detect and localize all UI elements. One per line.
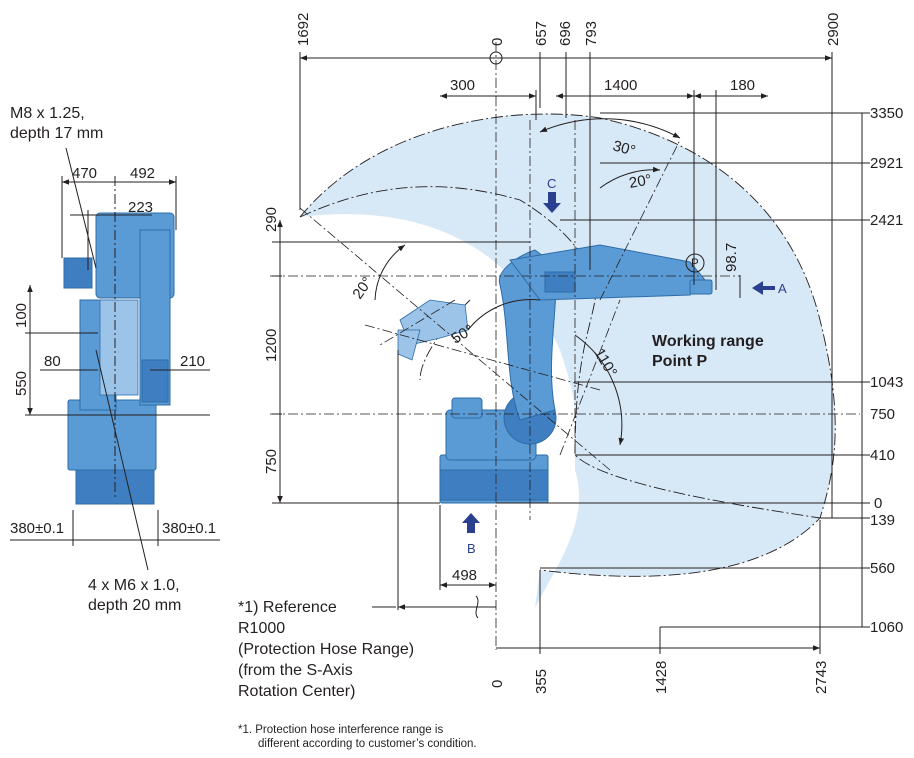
angle-arcs xyxy=(374,118,681,446)
callout-top-line1: M8 x 1.25, xyxy=(10,105,85,122)
dim-base-left: 380±0.1 xyxy=(10,520,64,537)
dim-1692: 1692 xyxy=(295,13,312,46)
dim-3350: 3350 xyxy=(870,105,903,122)
working-range-inner xyxy=(299,186,821,519)
dim-657: 657 xyxy=(533,21,550,46)
bottom-dim-text: 0 355 1428 2743 498 xyxy=(452,567,830,694)
footnote: *1. Protection hose interference range i… xyxy=(238,724,477,750)
r1000-arc xyxy=(419,299,471,381)
side-view-robot xyxy=(63,212,175,505)
callout-bottom-line2: depth 20 mm xyxy=(88,597,181,614)
dim-1060: 1060 xyxy=(870,619,903,636)
dim-2921: 2921 xyxy=(870,155,903,172)
dim-80: 80 xyxy=(44,353,61,370)
dim-2900: 2900 xyxy=(825,13,842,46)
dim-355: 355 xyxy=(533,669,550,694)
callout-bottom-line1: 4 x M6 x 1.0, xyxy=(88,577,180,594)
dim-2743: 2743 xyxy=(813,661,830,694)
dim-top-0: 0 xyxy=(489,38,506,46)
dim-100: 100 xyxy=(13,303,30,328)
dim-1400: 1400 xyxy=(604,77,637,94)
dim-1043: 1043 xyxy=(870,374,903,391)
dim-98-7: 98.7 xyxy=(723,243,740,272)
angle-20-top: 20° xyxy=(628,171,653,192)
dim-550: 550 xyxy=(13,371,30,396)
dim-base-right: 380±0.1 xyxy=(162,520,216,537)
dim-bottom-0: 0 xyxy=(489,680,506,688)
arrow-b-icon xyxy=(462,513,480,533)
dim-1428: 1428 xyxy=(653,661,670,694)
right-dim-text: 3350 2921 2421 1043 750 410 0 139 560 10… xyxy=(870,105,903,636)
footnote-line1: *1. Protection hose interference range i… xyxy=(238,724,443,736)
working-range-line2: Point P xyxy=(652,353,707,370)
left-dims xyxy=(272,220,530,504)
label-c: C xyxy=(547,176,556,191)
reference-line3: (Protection Hose Range) xyxy=(238,641,414,658)
reference-line4: (from the S-Axis xyxy=(238,662,353,679)
reference-leader xyxy=(475,595,479,619)
dim-139: 139 xyxy=(870,512,895,529)
point-p-marker xyxy=(685,253,705,273)
label-b: B xyxy=(467,541,476,556)
working-range-label: Working range Point P xyxy=(652,333,764,370)
dim-492: 492 xyxy=(130,165,155,182)
footnote-line2: different according to customer’s condit… xyxy=(258,738,477,750)
dim-300: 300 xyxy=(450,77,475,94)
working-range-line1: Working range xyxy=(652,333,764,350)
dim-793: 793 xyxy=(583,21,600,46)
arrow-labels: A B C xyxy=(467,176,787,556)
dim-410: 410 xyxy=(870,447,895,464)
dim-223: 223 xyxy=(128,199,153,216)
dim-1200: 1200 xyxy=(263,329,280,362)
arrow-c-icon xyxy=(543,192,561,213)
dim-right-0: 0 xyxy=(874,495,882,512)
dim-180: 180 xyxy=(730,77,755,94)
working-range-area xyxy=(300,113,836,608)
label-a: A xyxy=(778,281,787,296)
reference-line5: Rotation Center) xyxy=(238,683,355,700)
point-p-label: P xyxy=(691,258,699,270)
side-view-text: M8 x 1.25, depth 17 mm 470 492 223 100 5… xyxy=(10,105,216,614)
top-dims xyxy=(299,51,833,518)
dim-210: 210 xyxy=(180,353,205,370)
angle-20-left: 20° xyxy=(349,274,376,302)
main-view-centerlines xyxy=(270,42,860,650)
dim-750-right: 750 xyxy=(870,406,895,423)
arrow-a-icon xyxy=(752,281,775,295)
callout-top-line2: depth 17 mm xyxy=(10,125,103,142)
dim-750-left: 750 xyxy=(263,449,280,474)
view-arrows xyxy=(462,192,775,533)
reference-text: *1) Reference R1000 (Protection Hose Ran… xyxy=(238,599,414,700)
left-dim-text: 290 1200 750 xyxy=(263,207,280,474)
reference-line1: *1) Reference xyxy=(238,599,337,616)
dim-290: 290 xyxy=(263,207,280,232)
dim-560: 560 xyxy=(870,560,895,577)
dim-470: 470 xyxy=(72,165,97,182)
right-dims xyxy=(496,112,870,628)
bottom-dims xyxy=(372,350,821,654)
side-view-dims xyxy=(10,147,220,571)
reference-line2: R1000 xyxy=(238,620,285,637)
dim-498: 498 xyxy=(452,567,477,584)
dim-696: 696 xyxy=(557,21,574,46)
dim-2421: 2421 xyxy=(870,212,903,229)
angle-30: 30° xyxy=(611,137,637,159)
top-dim-text: 1692 0 657 696 793 2900 300 1400 180 xyxy=(295,13,842,94)
